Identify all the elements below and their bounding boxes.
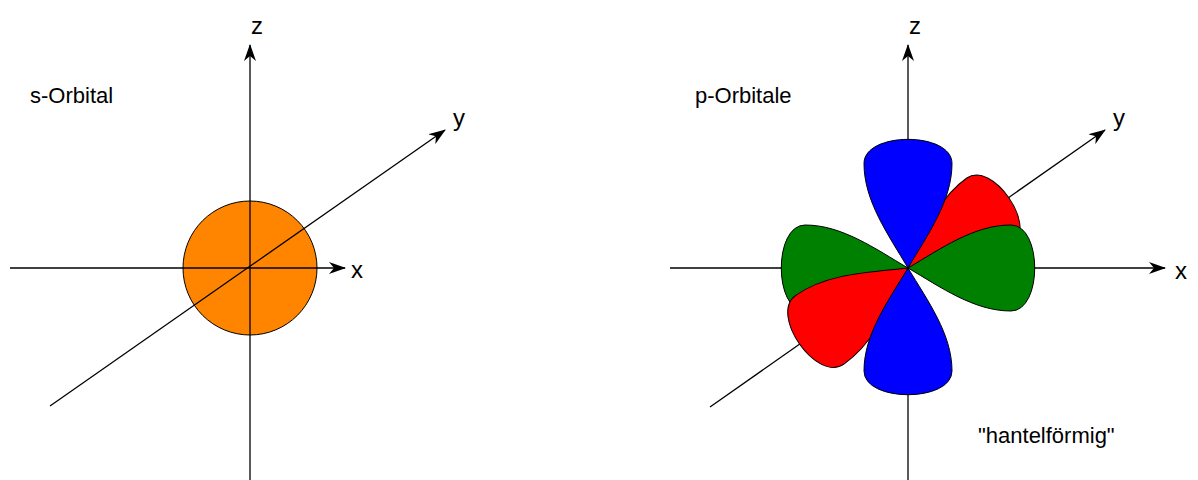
pz-lobe: [864, 139, 952, 268]
axis-label: y: [1113, 106, 1125, 130]
y-axis: [50, 130, 445, 406]
y-axis: [710, 130, 1105, 407]
shape-note: "hantelförmig": [978, 425, 1115, 447]
axis-label: x: [1175, 259, 1187, 283]
axis-label: z: [251, 14, 263, 38]
z-axis: [249, 45, 250, 480]
panel-title: s-Orbital: [30, 85, 113, 107]
x-axis: [10, 267, 345, 268]
p-orbital-lobes: [775, 139, 1034, 394]
axis-label: x: [351, 258, 363, 282]
pz-lobe: [864, 268, 952, 395]
panel-title: p-Orbitale: [695, 85, 792, 107]
axis-label: z: [909, 14, 921, 38]
axis-label: y: [453, 106, 465, 130]
px-lobe: [908, 225, 1035, 311]
